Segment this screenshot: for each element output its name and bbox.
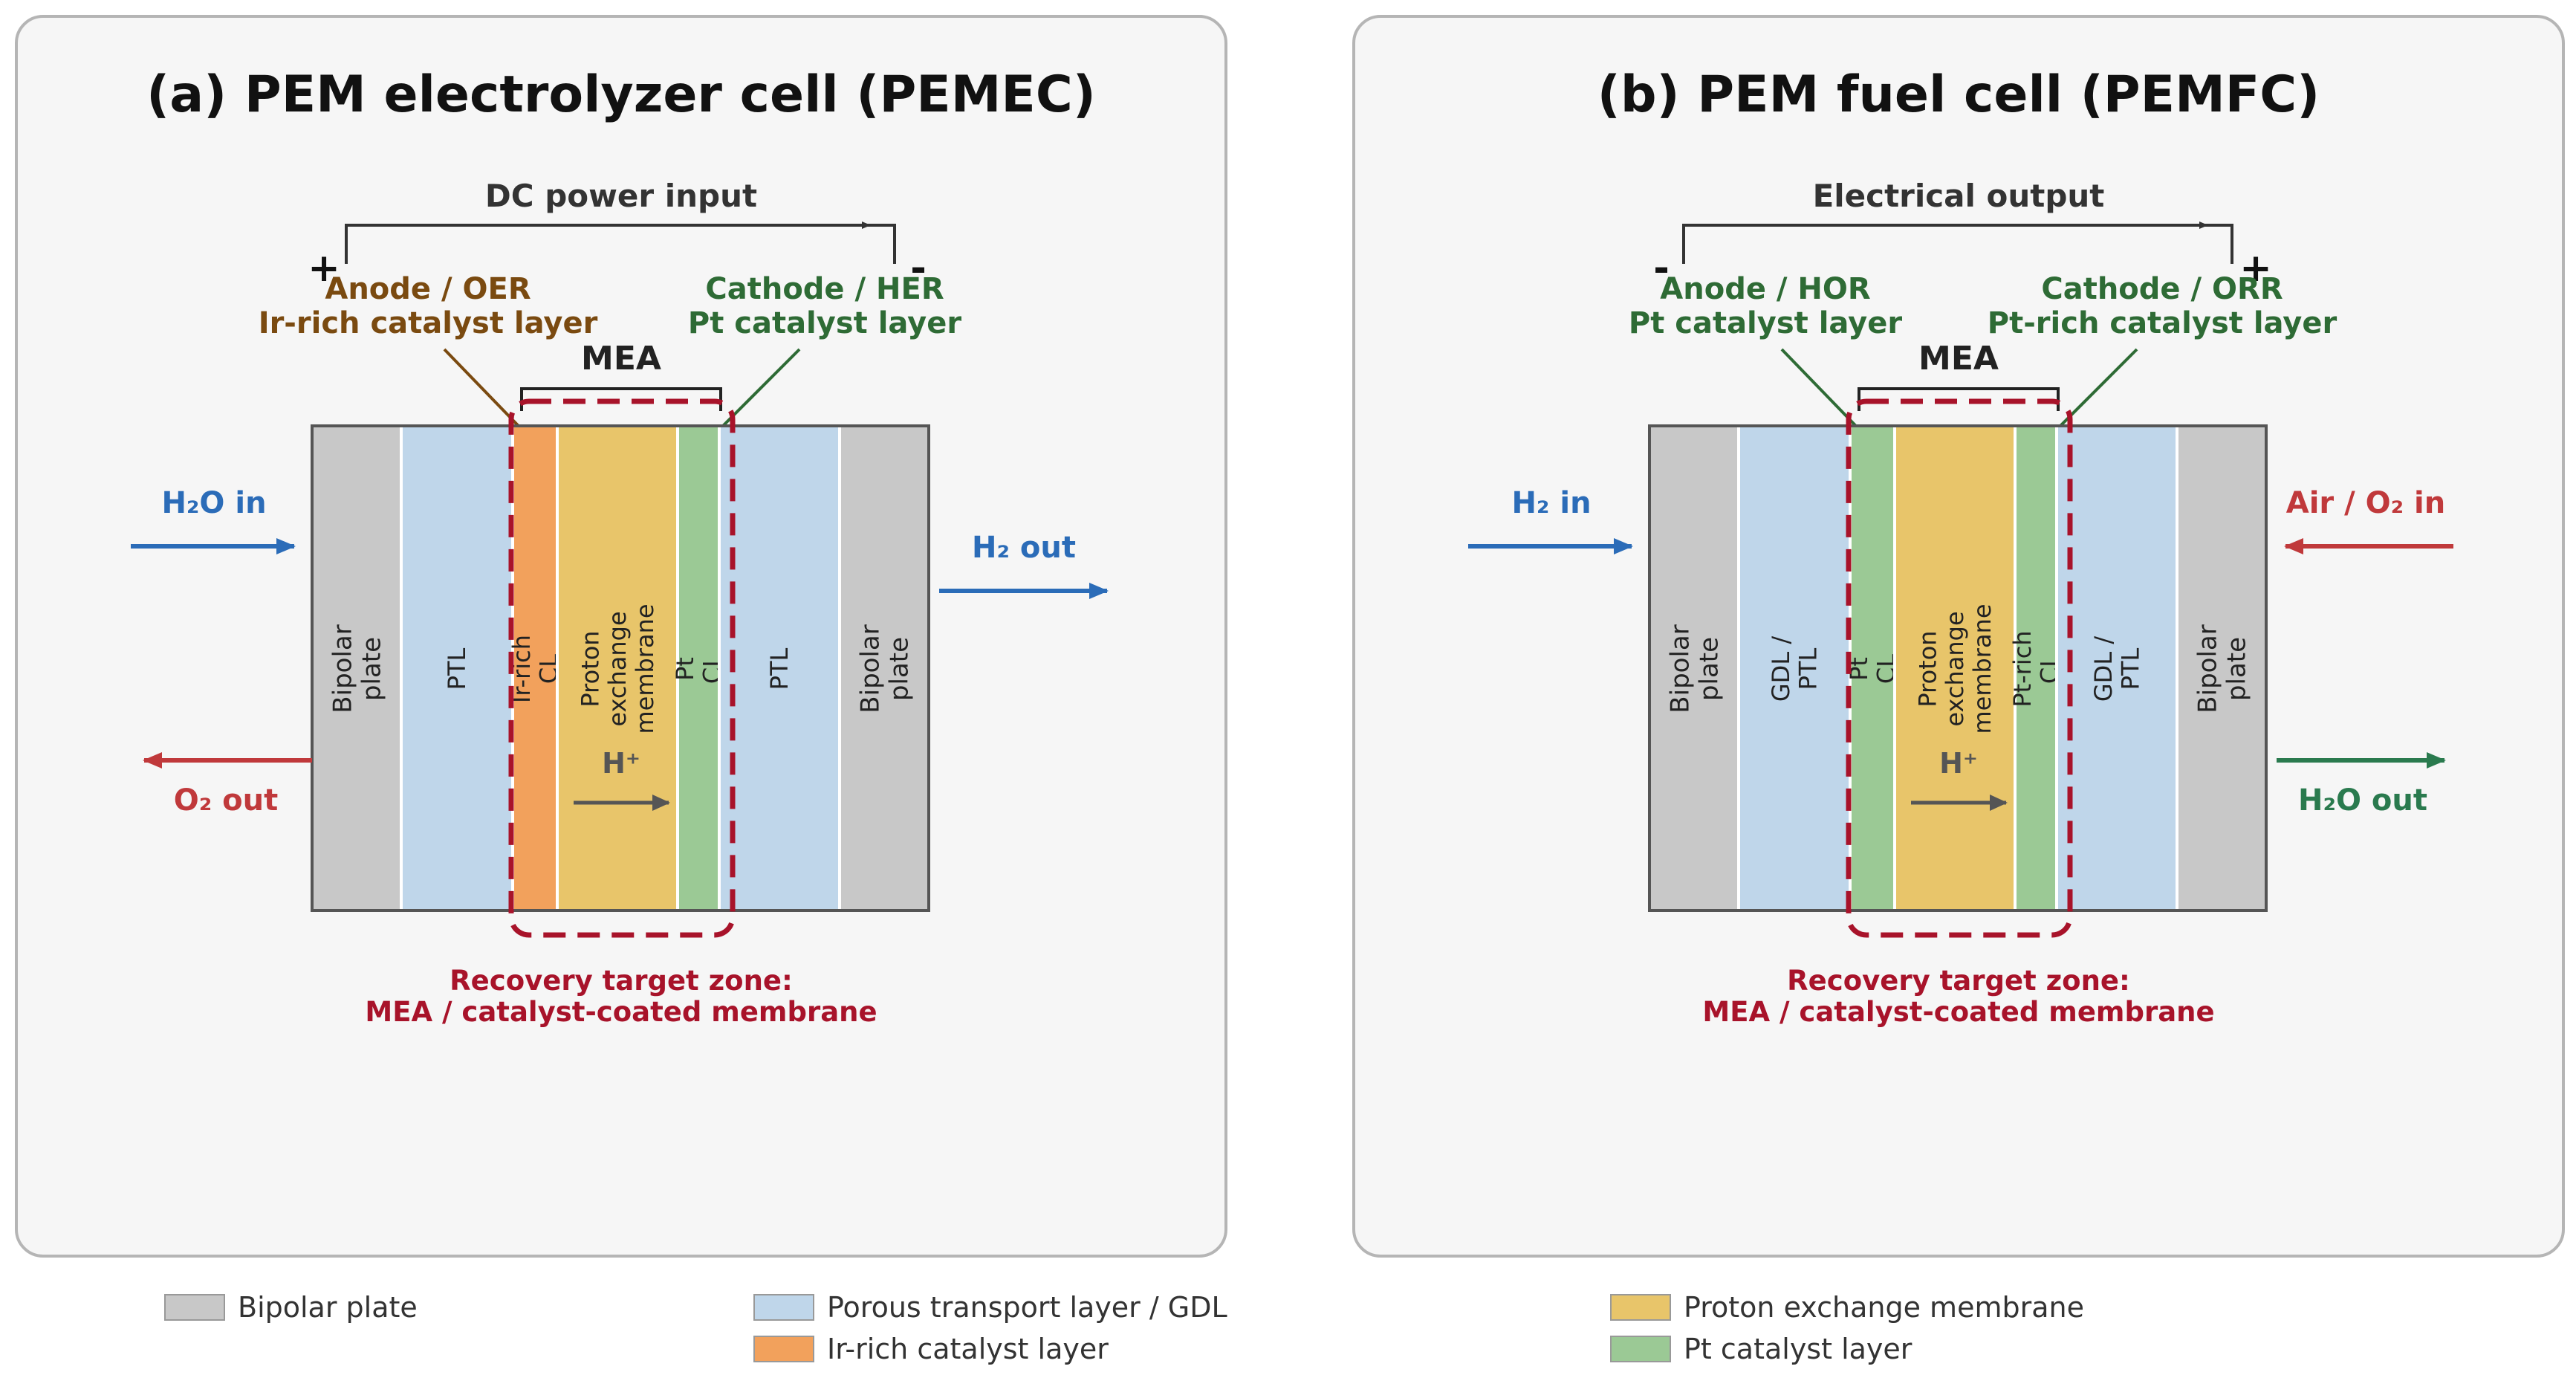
power-label: Electrical output — [1813, 178, 2105, 214]
legend-swatch — [1610, 1294, 1671, 1321]
layer-label: Pt-rich — [2008, 630, 2037, 707]
legend: Bipolar plate Porous transport layer / GD… — [164, 1291, 2084, 1365]
mea-label: MEA — [1918, 340, 1999, 378]
layer-label: GDL / — [1767, 636, 1795, 702]
right-electrode-subtitle: Pt-rich catalyst layer — [1988, 306, 2337, 340]
power-connector — [1682, 224, 2233, 264]
layer-label-group: PTL — [765, 647, 794, 690]
legend-label: Pt catalyst layer — [1684, 1333, 1912, 1365]
left-electrode-subtitle: Pt catalyst layer — [1629, 306, 1902, 340]
right-terminal-sign: + — [2239, 246, 2272, 291]
right-electrode-title: Cathode / HER — [705, 272, 944, 306]
right-terminal-sign: - — [910, 246, 927, 291]
legend-label: Ir-rich catalyst layer — [827, 1333, 1109, 1365]
layer-label: plate — [884, 637, 914, 701]
legend-label: Proton exchange membrane — [1684, 1291, 2084, 1324]
recovery-subtitle: MEA / catalyst-coated membrane — [1702, 996, 2214, 1028]
layer-ptl — [718, 424, 841, 912]
recovery-subtitle: MEA / catalyst-coated membrane — [365, 996, 877, 1028]
layer-label: exchange — [1941, 611, 1969, 726]
layer-label: Bipolar — [328, 624, 357, 713]
cell-outline — [1648, 424, 2268, 912]
flow-label-h2-in: H₂ in — [1511, 486, 1591, 520]
recovery-zone-box — [508, 398, 736, 938]
power-label: DC power input — [485, 178, 757, 214]
left-electrode-title: Anode / OER — [325, 272, 531, 306]
layer-label: PTL — [765, 647, 794, 690]
legend-swatch — [753, 1336, 814, 1362]
recovery-zone-box — [1846, 398, 2073, 938]
layer-label: Bipolar — [2193, 624, 2222, 713]
right-electrode-title: Cathode / ORR — [2041, 272, 2283, 306]
layer-membrane — [556, 424, 679, 912]
layer-label-group: GDL /PTL — [1767, 636, 1823, 702]
left-terminal-sign: - — [1653, 246, 1670, 291]
flow-label-air-in: Air / O₂ in — [2286, 486, 2446, 520]
layer-bipolar — [1648, 424, 1740, 912]
layer-membrane — [1893, 424, 2017, 912]
flow-label-h2o-in: H₂O in — [161, 486, 266, 520]
legend-swatch — [164, 1294, 225, 1321]
flow-label-h2-out: H₂ out — [972, 531, 1076, 565]
layer-gdl — [2055, 424, 2178, 912]
layer-gdl — [1737, 424, 1852, 912]
right-electrode-subtitle: Pt catalyst layer — [688, 306, 961, 340]
layer-label: Bipolar — [855, 624, 885, 713]
layer-label: Bipolar — [1665, 624, 1695, 713]
layer-label: GDL / — [2089, 636, 2118, 702]
layer-label: Proton — [1913, 630, 1941, 707]
layer-label: exchange — [603, 611, 632, 726]
layer-label-group: GDL /PTL — [2089, 636, 2145, 702]
layer-label: Pt — [671, 657, 699, 681]
legend-swatch — [753, 1294, 814, 1321]
layer-ptrich_cl — [2014, 424, 2058, 912]
layer-label: PTL — [443, 647, 471, 690]
left-electrode-subtitle: Ir-rich catalyst layer — [259, 306, 598, 340]
legend-swatch — [1610, 1336, 1671, 1362]
layer-label: Proton — [576, 630, 604, 707]
power-connector — [345, 224, 896, 264]
proton-label: H⁺ — [1939, 747, 1978, 780]
panel-title: (b) PEM fuel cell (PEMFC) — [1597, 65, 2320, 124]
left-electrode-title: Anode / HOR — [1660, 272, 1870, 306]
flow-label-o2-out: O₂ out — [174, 783, 279, 818]
panel-pemec: (a) PEM electrolyzer cell (PEMEC) DC powe… — [15, 15, 1227, 1258]
flow-label-h2o-out: H₂O out — [2298, 783, 2427, 818]
layer-label: membrane — [1968, 604, 1996, 734]
mea-label: MEA — [581, 340, 661, 378]
layer-bipolar — [838, 424, 930, 912]
legend-label: Porous transport layer / GDL — [827, 1291, 1227, 1324]
layer-label: plate — [357, 637, 386, 701]
cell-outline — [311, 424, 930, 912]
layer-label-group: PTL — [443, 647, 471, 690]
recovery-title: Recovery target zone: — [450, 965, 793, 997]
proton-label: H⁺ — [602, 747, 640, 780]
left-terminal-sign: + — [308, 246, 340, 291]
layer-label: PTL — [1794, 647, 1823, 690]
panel-pemfc: (b) PEM fuel cell (PEMFC) Electrical outp… — [1352, 15, 2565, 1258]
legend-label: Bipolar plate — [238, 1291, 418, 1324]
layer-label: membrane — [631, 604, 659, 734]
panel-title: (a) PEM electrolyzer cell (PEMEC) — [146, 65, 1096, 124]
layer-label: PTL — [2117, 647, 2145, 690]
recovery-title: Recovery target zone: — [1787, 965, 2130, 997]
layer-ptl — [400, 424, 514, 912]
layer-label: plate — [2222, 637, 2251, 701]
layer-pt_cl — [676, 424, 721, 912]
layer-label: plate — [1694, 637, 1724, 701]
